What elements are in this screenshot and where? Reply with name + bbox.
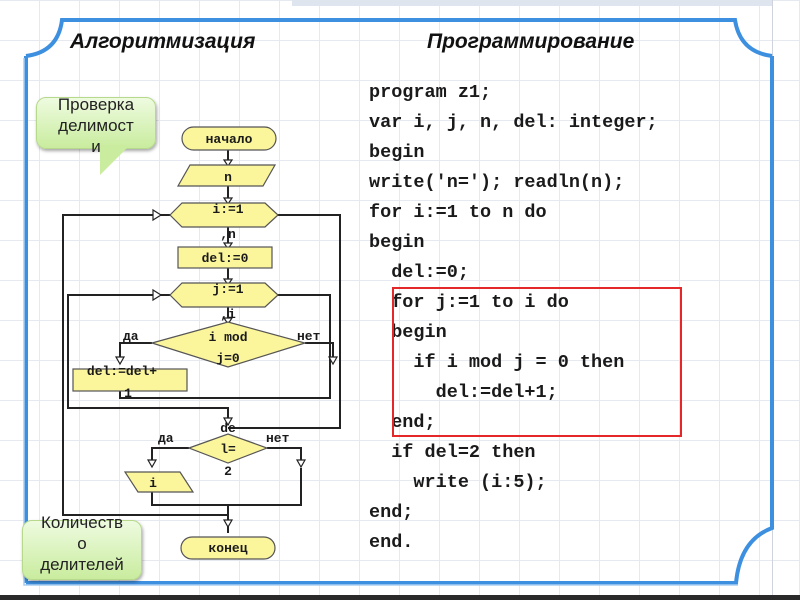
top-decoration-bar [292, 0, 772, 6]
start-label: начало [206, 132, 253, 147]
input-label: n [224, 170, 232, 185]
output-block: i [123, 471, 195, 493]
end-terminator: конец [180, 536, 276, 560]
mod-decision: i mod j=0 да нет [123, 321, 321, 368]
mod-cond-line-1: i mod [208, 330, 247, 345]
loop-j-block: j:=1 ,i [169, 282, 279, 322]
arrow-head [222, 197, 234, 206]
arrow-head [152, 288, 163, 302]
code-line: write (i:5); [369, 472, 547, 493]
mod-cond-line-2: j=0 [216, 351, 240, 366]
callout-tail [100, 145, 130, 175]
arrow-head [222, 159, 234, 168]
arrow-head [222, 519, 234, 529]
increment-line-1: del:=del+ [87, 364, 157, 379]
loop-i-label-1: i:=1 [212, 202, 243, 217]
flow-arrows [114, 159, 339, 529]
algorithm-section-title: Алгоритмизация [70, 30, 256, 53]
code-line: end. [369, 532, 414, 553]
code-line: for j:=1 to i do [369, 292, 569, 313]
init-del-label: del:=0 [202, 251, 249, 266]
mod-yes-label: да [123, 329, 139, 344]
callout-divisor-count: Количеств о делителей [22, 513, 142, 580]
loop-i-block: i:=1 ,n [169, 202, 279, 242]
del-cond-line-3: 2 [224, 464, 232, 479]
code-line: write('n='); readln(n); [369, 172, 625, 193]
arrow-head [222, 317, 234, 326]
code-line: del:=0; [369, 262, 469, 283]
del-no-label: нет [266, 431, 290, 446]
arrow-head [222, 278, 234, 287]
pascal-code: program z1; var i, j, n, del: integer; beg… [369, 78, 658, 558]
flowchart-connectors [62, 150, 341, 533]
loop-j-label-2: ,i [220, 307, 236, 322]
code-line: var i, j, n, del: integer; [369, 112, 658, 133]
arrow-head [222, 242, 234, 251]
code-line: begin [369, 322, 447, 343]
code-line: del:=del+1; [369, 382, 558, 403]
del-cond-line-2: l= [220, 442, 236, 457]
callout-line: о [77, 534, 87, 553]
loop-i-label-2: ,n [220, 227, 236, 242]
loop-j-label-1: j:=1 [212, 282, 243, 297]
arrow-head [152, 208, 163, 222]
code-line: if del=2 then [369, 442, 536, 463]
callout-divisibility-check: Проверка делимост и [36, 95, 156, 156]
del-yes-label: да [158, 431, 174, 446]
del-cond-line-1: de [220, 421, 236, 436]
callout-line: и [91, 137, 101, 156]
code-line: begin [369, 142, 425, 163]
del-decision: de l= 2 да нет [158, 421, 290, 479]
arrow-head [327, 356, 339, 366]
bottom-border-bar [0, 595, 800, 600]
mod-no-label: нет [297, 329, 321, 344]
inner-loop-highlight-box [392, 287, 682, 437]
init-del-block: del:=0 [177, 246, 273, 269]
programming-section-title: Программирование [427, 30, 635, 53]
end-label: конец [208, 541, 247, 556]
code-line: program z1; [369, 82, 492, 103]
arrow-head [222, 417, 234, 427]
arrow-head [295, 459, 307, 469]
arrow-head [146, 459, 158, 469]
code-line: begin [369, 232, 425, 253]
arrow-head [114, 356, 126, 366]
code-line: for i:=1 to n do [369, 202, 547, 223]
callout-line: Количеств [40, 513, 124, 532]
callout-line: делителей [40, 555, 124, 574]
code-line: end; [369, 502, 414, 523]
code-line: if i mod j = 0 then [369, 352, 625, 373]
callout-line: Проверка [57, 95, 135, 114]
output-label: i [149, 476, 157, 491]
input-block: n [176, 164, 277, 187]
start-terminator: начало [181, 126, 277, 151]
increment-block: del:=del+ 1 [72, 364, 188, 401]
code-line: end; [369, 412, 436, 433]
increment-line-2: 1 [124, 386, 132, 401]
callout-line: делимост [58, 116, 134, 135]
